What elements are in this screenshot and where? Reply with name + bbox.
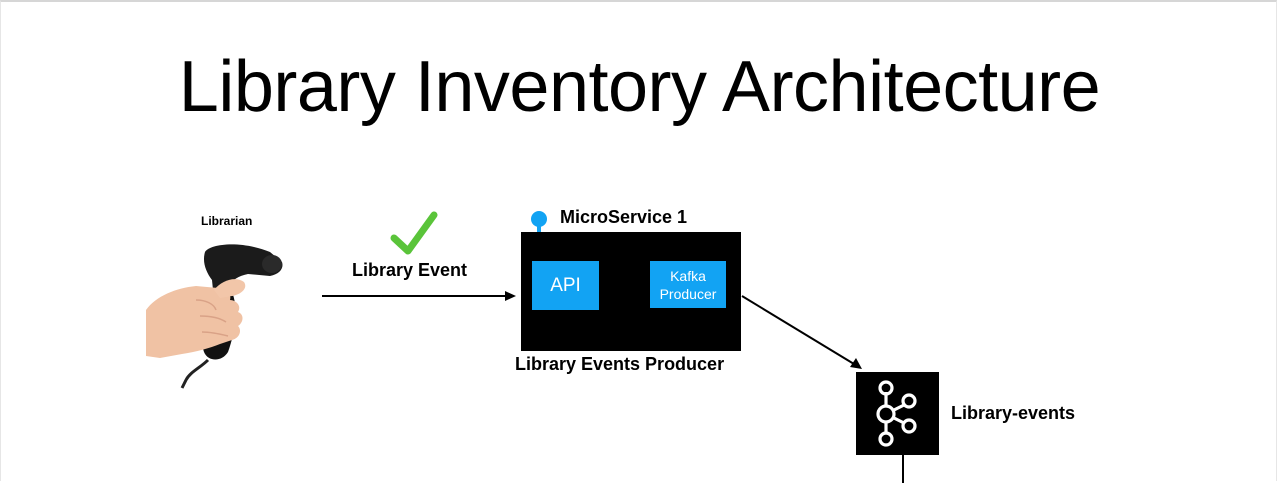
barcode-scanner-icon bbox=[146, 244, 283, 389]
topic-label: Library-events bbox=[951, 403, 1076, 423]
library-event-label: Library Event bbox=[352, 260, 468, 280]
microservice-label: MicroService 1 bbox=[560, 207, 688, 227]
producer-caption: Library Events Producer bbox=[515, 354, 725, 374]
kafka-logo-icon bbox=[876, 380, 917, 447]
page-title: Library Inventory Architecture bbox=[178, 47, 1101, 127]
librarian-label: Librarian bbox=[201, 214, 253, 228]
api-label: API bbox=[550, 274, 581, 296]
kafka-producer-component: Kafka Producer bbox=[650, 261, 726, 308]
kafka-label-line1: Kafka bbox=[670, 267, 706, 284]
arrow-event-to-service bbox=[322, 291, 516, 301]
event-checkmark-icon bbox=[390, 211, 438, 255]
location-pin-icon bbox=[531, 211, 547, 232]
topic-box bbox=[856, 372, 939, 455]
api-component: API bbox=[532, 261, 599, 310]
arrow-producer-to-topic bbox=[741, 295, 862, 369]
kafka-label-line2: Producer bbox=[659, 285, 717, 302]
